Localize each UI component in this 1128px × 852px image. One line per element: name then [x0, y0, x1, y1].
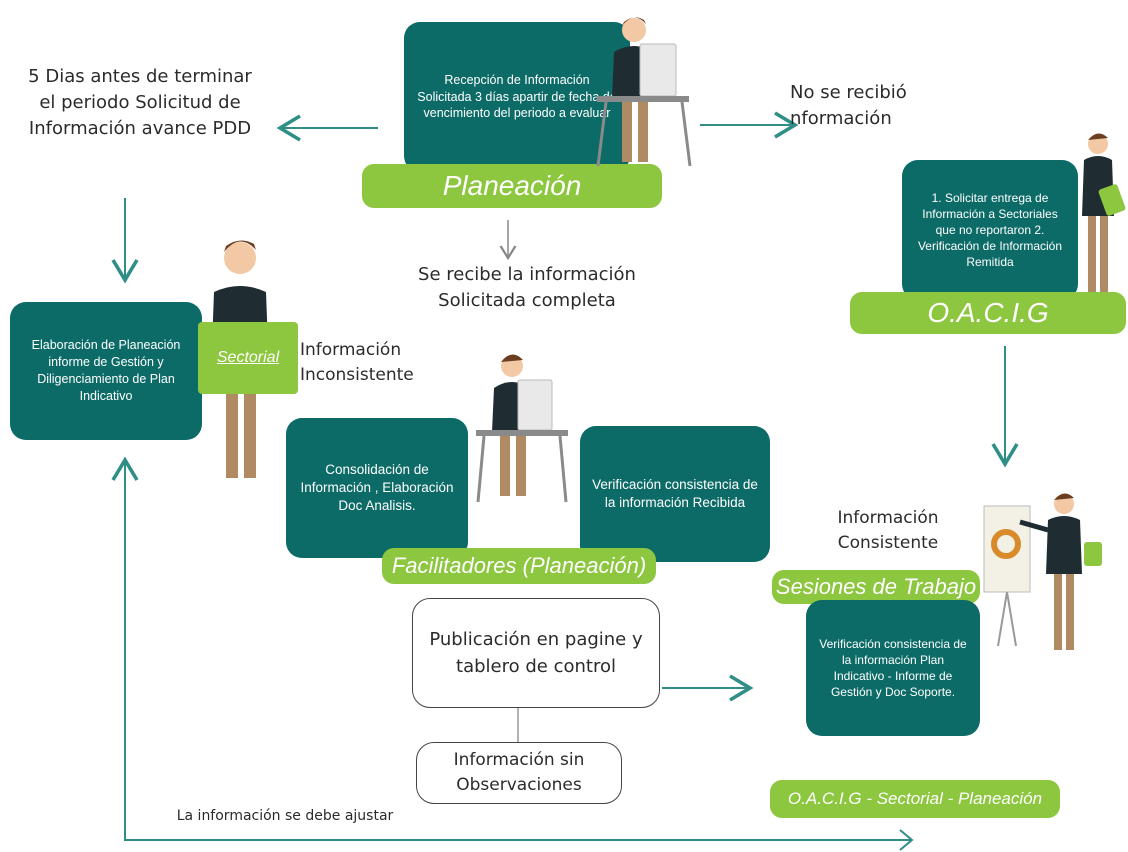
- publication-box: Publicación en pagine y tablero de contr…: [412, 598, 660, 708]
- person-folder-icon: [1082, 133, 1126, 292]
- request-label: 5 Dias antes de terminar el periodo Soli…: [28, 66, 252, 140]
- presenter-board-icon: [983, 493, 1102, 650]
- no-info-label: No se recibió nformación: [790, 82, 907, 130]
- oacig-box: 1. Solicitar entrega de Información a Se…: [902, 160, 1078, 300]
- oacig-sectorial-planeacion-tag: O.A.C.I.G - Sectorial - Planeación: [770, 780, 1060, 818]
- planeacion-tag: Planeación: [362, 164, 662, 208]
- inconsistent-label: Información Inconsistente: [300, 340, 414, 385]
- arrowhead-right: [899, 829, 914, 851]
- adjust-info-label: La información se debe ajustar: [176, 808, 394, 824]
- consistent-label: Información Consistente: [837, 508, 939, 553]
- oacig-tag: O.A.C.I.G: [850, 292, 1126, 334]
- verification-box: Verificación consistencia de la informac…: [580, 426, 770, 562]
- consolidation-box: Consolidación de Información , Elaboraci…: [286, 418, 468, 558]
- person-desk-icon: [596, 17, 692, 167]
- arrow-feedback-loop: [111, 456, 912, 841]
- facilitadores-tag: Facilitadores (Planeación): [382, 548, 656, 584]
- no-observations-box: Información sin Observaciones: [416, 742, 622, 804]
- reception-box: Recepción de Información Solicitada 3 dí…: [404, 22, 630, 172]
- sesiones-box: Verificación consistencia de la informac…: [806, 600, 980, 736]
- sesiones-tag: Sesiones de Trabajo: [772, 570, 980, 604]
- sectorial-box: Elaboración de Planeación informe de Ges…: [10, 302, 202, 440]
- person-computer-icon: [476, 354, 568, 503]
- sectorial-sign: Sectorial: [198, 322, 298, 394]
- info-received-label: Se recibe la información Solicitada comp…: [418, 264, 636, 312]
